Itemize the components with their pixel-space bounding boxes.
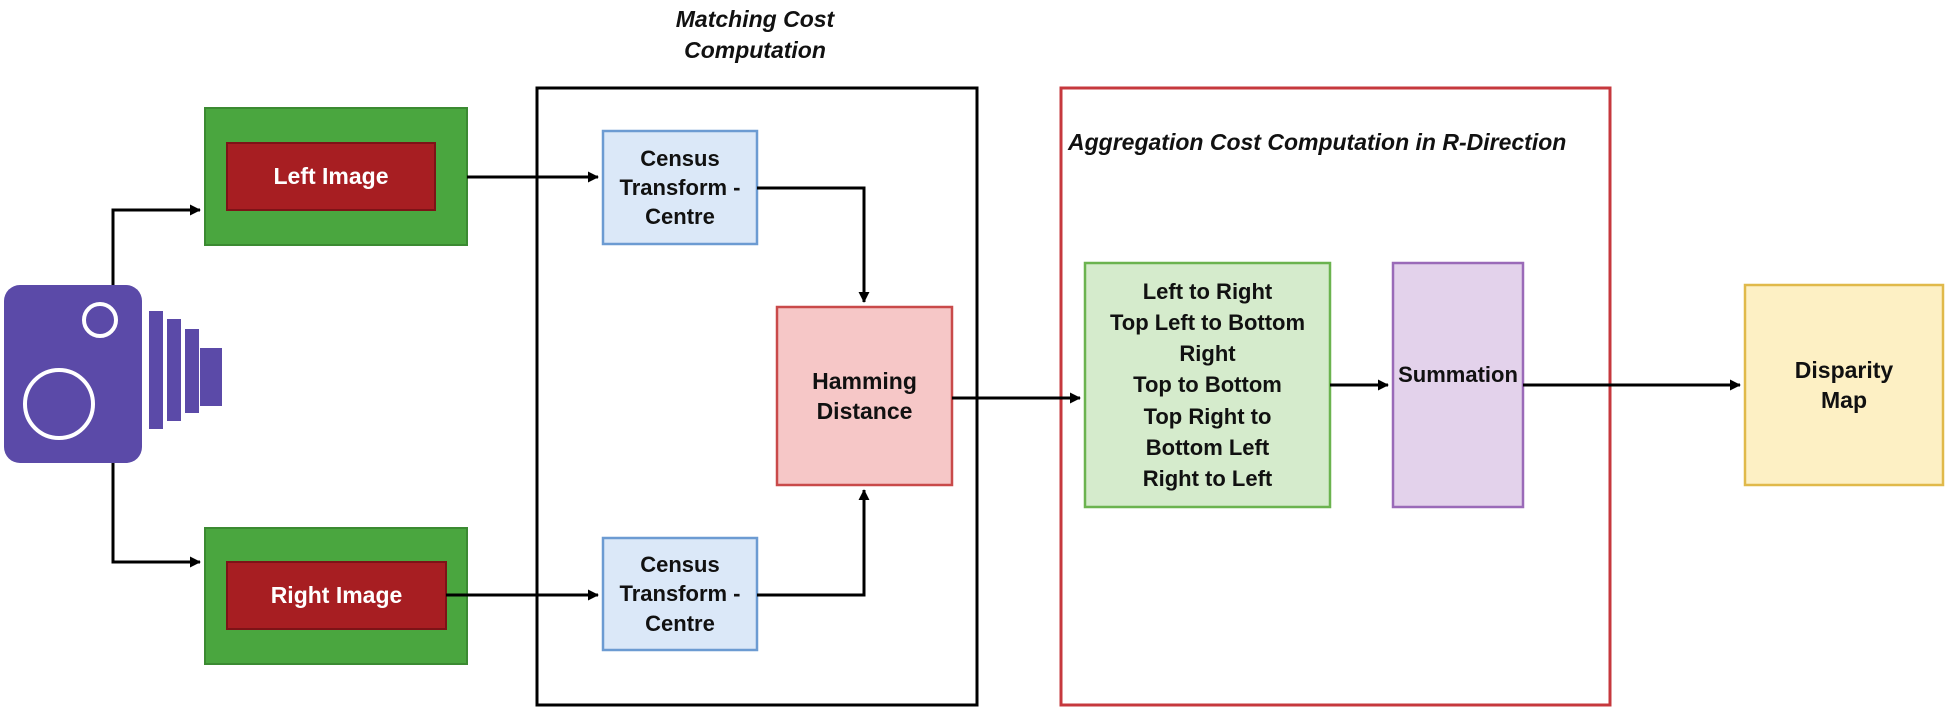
summation-box [1391,261,1525,509]
camera-icon [4,285,222,463]
direction-line-5: Top Right to [1143,403,1272,429]
camera-to-left-arrow [111,204,201,285]
directions-box [1083,261,1332,509]
direction-line-3: Right [1179,341,1236,367]
disparity-label: Disparity Map [1745,285,1943,485]
right-image-inner [226,561,447,630]
census-top-line-3: Centre [645,204,715,230]
census-bottom-box [601,536,759,652]
census-bottom-line-3: Centre [645,610,715,636]
disparity-line-2: Map [1821,387,1867,413]
aggregation-title: Aggregation Cost Computation in R-Direct… [1068,128,1567,155]
direction-line-6: Bottom Left [1145,434,1270,460]
summation-label: Summation [1398,362,1518,388]
census-top-box [601,129,759,246]
census-top-line-2: Transform - [619,174,741,200]
directions-label: Left to Right Top Left to Bottom Right T… [1085,263,1330,507]
hamming-label: Hamming Distance [777,307,952,485]
census-bottom-to-hamming-arrow [757,489,870,597]
direction-line-7: Right to Left [1142,466,1273,492]
hamming-box [775,305,954,487]
left-image-inner [226,142,436,211]
direction-line-2: Top Left to Bottom [1109,309,1306,335]
census-bottom-label: Census Transform - Centre [603,538,757,650]
census-top-label: Census Transform - Centre [603,131,757,244]
census-bottom-line-2: Transform - [619,581,741,607]
census-top-to-hamming-arrow [757,186,870,303]
left-image-label: Left Image [273,163,389,190]
right-image-label: Right Image [270,582,403,609]
hamming-line-2: Distance [816,398,913,424]
hamming-line-1: Hamming [812,367,917,394]
census-bottom-line-1: Census [640,552,720,578]
census-top-line-1: Census [640,145,720,171]
direction-line-1: Left to Right [1142,278,1273,304]
direction-line-4: Top to Bottom [1133,372,1282,398]
disparity-box [1743,283,1945,487]
camera-to-right-arrow [111,463,201,568]
matching-title-line-2: Computation [684,37,826,63]
disparity-line-1: Disparity [1794,356,1894,383]
matching-title-line-1: Matching Cost [675,5,835,32]
matching-cost-title: Matching Cost Computation [600,2,910,68]
